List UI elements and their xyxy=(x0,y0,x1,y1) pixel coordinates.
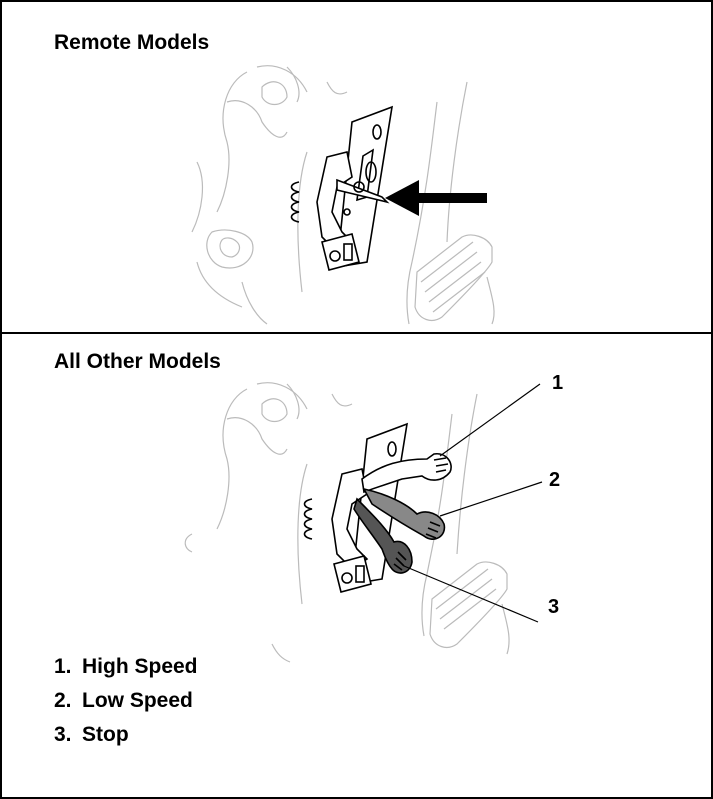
remote-models-section: Remote Models xyxy=(2,2,711,332)
legend-item: 2. Low Speed xyxy=(54,684,198,718)
callout-3: 3 xyxy=(548,596,560,618)
remote-models-heading: Remote Models xyxy=(54,31,210,54)
legend-item: 3. Stop xyxy=(54,718,198,752)
legend-label: High Speed xyxy=(82,655,198,678)
legend-label: Stop xyxy=(82,723,129,746)
legend-item: 1. High Speed xyxy=(54,650,198,684)
remote-throttle-illustration xyxy=(191,65,495,325)
throttle-positions-illustration xyxy=(184,382,543,663)
legend-label: Low Speed xyxy=(82,689,193,712)
callout-2: 2 xyxy=(549,469,561,491)
other-models-heading: All Other Models xyxy=(54,350,221,373)
callout-1: 1 xyxy=(552,372,564,394)
legend-number: 2. xyxy=(54,689,72,712)
other-models-section: All Other Models xyxy=(2,334,711,797)
pointer-arrow xyxy=(385,180,487,216)
legend-list: 1. High Speed 2. Low Speed 3. Stop xyxy=(54,650,198,752)
legend-number: 1. xyxy=(54,655,72,678)
section-divider xyxy=(2,332,711,334)
legend-number: 3. xyxy=(54,723,72,746)
